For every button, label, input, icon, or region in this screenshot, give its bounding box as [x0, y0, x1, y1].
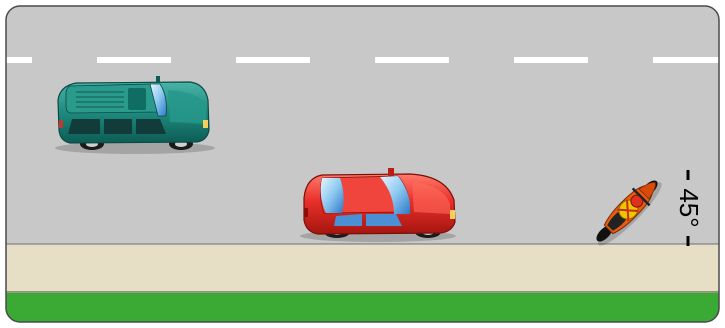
suv-car [55, 76, 215, 154]
sedan-car [300, 168, 456, 242]
sidewalk [6, 245, 719, 292]
angle-label: 45° [674, 188, 704, 227]
